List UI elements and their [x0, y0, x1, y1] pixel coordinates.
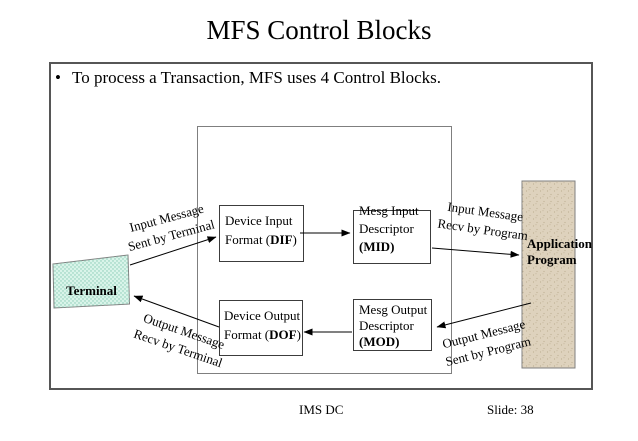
- footer-slide-number: Slide: 38: [487, 402, 534, 417]
- content-border-box: [49, 62, 593, 390]
- dif-line2: Format (DIF): [225, 232, 297, 247]
- mid-acronym: (MID): [359, 239, 395, 254]
- mod-acronym: (MOD): [359, 334, 400, 349]
- dof-acronym: DOF: [269, 327, 297, 342]
- dof-line1: Device Output: [224, 308, 301, 323]
- mid-box: Mesg Input Descriptor (MID): [353, 203, 431, 264]
- bullet-marker: •: [55, 68, 61, 87]
- mid-line1: Mesg Input: [359, 203, 419, 218]
- application-program-label: Application Program: [527, 236, 593, 267]
- mod-line3: (MOD): [359, 334, 431, 350]
- bullet-text: To process a Transaction, MFS uses 4 Con…: [72, 68, 442, 87]
- dof-box: Device Output Format (DOF): [219, 300, 303, 356]
- dif-line1: Device Input: [225, 213, 293, 228]
- dif-acronym: DIF: [270, 232, 293, 247]
- mod-line2: Descriptor: [359, 318, 414, 333]
- mod-box: Mesg Output Descriptor (MOD): [353, 299, 432, 351]
- terminal-label: Terminal: [66, 283, 117, 298]
- mid-line3: (MID): [359, 238, 430, 256]
- mid-line2: Descriptor: [359, 221, 414, 236]
- slide-title: MFS Control Blocks: [206, 15, 432, 45]
- dof-line2: Format (DOF): [224, 327, 301, 342]
- bullet-line: • To process a Transaction, MFS uses 4 Co…: [55, 67, 441, 89]
- footer-course-name: IMS DC: [299, 402, 344, 417]
- mod-line1: Mesg Output: [359, 302, 428, 317]
- dif-box: Device Input Format (DIF): [219, 205, 304, 262]
